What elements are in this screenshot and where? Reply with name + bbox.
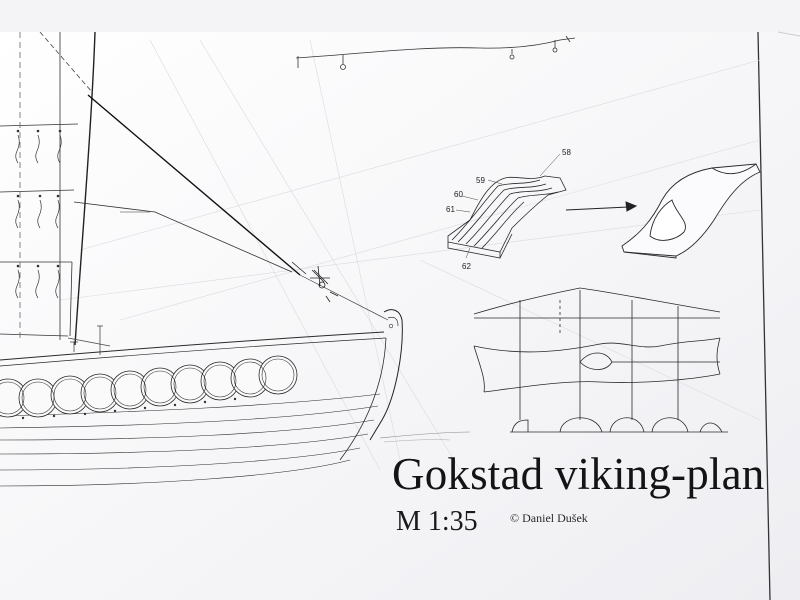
forestay-fitting bbox=[291, 261, 339, 303]
structure-drawing bbox=[473, 287, 728, 433]
construction-lines bbox=[59, 39, 761, 471]
sail bbox=[0, 32, 79, 340]
paper-sheet bbox=[0, 32, 800, 600]
arrow bbox=[565, 201, 638, 212]
rigging bbox=[39, 31, 389, 347]
callout-62: 62 bbox=[462, 262, 471, 271]
waterline bbox=[379, 431, 471, 439]
part-assembly bbox=[447, 175, 567, 259]
shields bbox=[0, 355, 298, 418]
mast bbox=[74, 31, 96, 346]
callout-61: 61 bbox=[446, 205, 455, 214]
hull bbox=[0, 331, 387, 487]
plan-credit: © Daniel Dušek bbox=[510, 511, 588, 525]
stem-post bbox=[369, 309, 403, 441]
plan-title: Gokstad viking-plan bbox=[392, 449, 765, 499]
finished-part bbox=[621, 163, 761, 259]
reef-ties bbox=[15, 134, 62, 299]
callout-60: 60 bbox=[454, 190, 463, 199]
leader-lines bbox=[455, 153, 561, 259]
frame-border bbox=[757, 31, 771, 600]
callout-58: 58 bbox=[562, 148, 571, 157]
callout-59: 59 bbox=[476, 176, 485, 185]
plan-scale: M 1:35 bbox=[396, 506, 478, 537]
yard-detail bbox=[295, 35, 576, 70]
